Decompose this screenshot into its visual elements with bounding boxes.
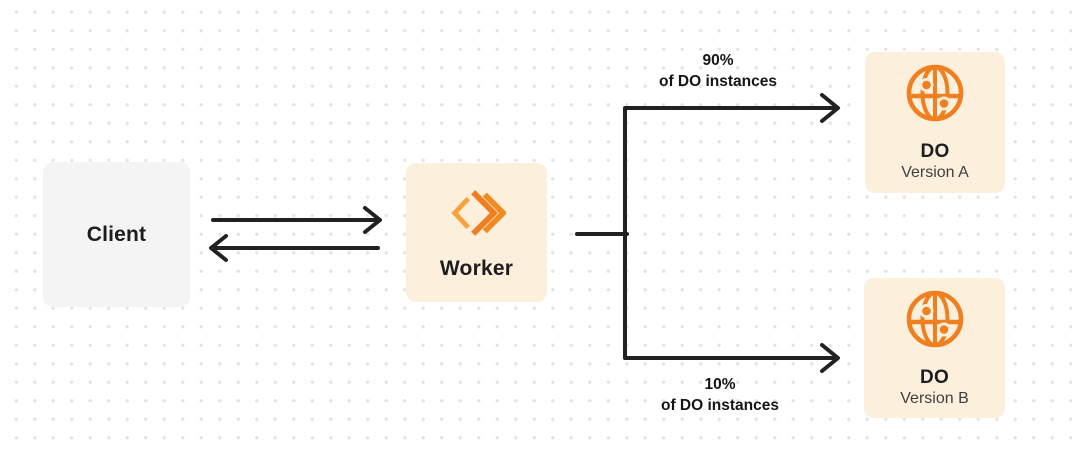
split-top-percent: 90% <box>702 52 734 69</box>
node-do-version-a: DO Version A <box>865 52 1005 193</box>
node-worker: Worker <box>406 163 547 302</box>
durable-object-globe-icon <box>904 288 966 355</box>
arrow-client-to-worker <box>211 206 382 234</box>
node-client: Client <box>43 162 190 307</box>
node-do-version-b: DO Version B <box>864 278 1005 418</box>
worker-label: Worker <box>439 256 514 280</box>
split-bottom-percent: 10% <box>704 376 736 393</box>
do-a-version-label: Version A <box>901 164 969 181</box>
branch-connector <box>575 93 840 373</box>
split-top-caption: of DO instances <box>659 73 777 90</box>
arrow-worker-to-client <box>209 234 380 262</box>
durable-object-globe-icon <box>904 62 966 129</box>
workers-chevrons-icon <box>448 185 507 246</box>
do-a-label: DO <box>920 141 950 162</box>
split-bottom-caption: of DO instances <box>661 397 779 414</box>
do-b-version-label: Version B <box>900 389 969 407</box>
arrowhead-to-do-a <box>820 93 840 123</box>
do-b-label: DO <box>920 366 949 388</box>
client-label: Client <box>86 222 147 246</box>
split-label-top: 90% of DO instances <box>618 50 818 92</box>
arrowhead-to-do-b <box>820 343 840 373</box>
split-label-bottom: 10% of DO instances <box>620 374 820 416</box>
